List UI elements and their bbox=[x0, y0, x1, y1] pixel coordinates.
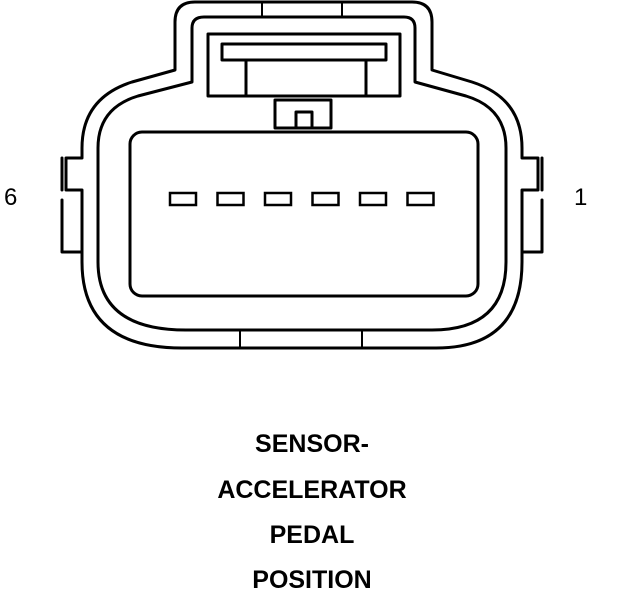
pin-terminal bbox=[168, 191, 198, 207]
latch-notch bbox=[294, 110, 314, 130]
left-side-tab bbox=[60, 156, 84, 254]
connector-housing-inner bbox=[96, 15, 508, 332]
caption-line-2: ACCELERATOR bbox=[217, 476, 407, 504]
pin-label-6: 6 bbox=[4, 184, 18, 211]
connector-housing-outer bbox=[64, 0, 540, 350]
terminal-cavity bbox=[128, 130, 480, 298]
right-side-tab bbox=[520, 156, 544, 254]
pin-terminal bbox=[216, 191, 245, 207]
pin-terminal bbox=[263, 191, 293, 207]
pin-label-1: 1 bbox=[574, 184, 588, 211]
latch-inner bbox=[220, 42, 388, 62]
pin-terminal bbox=[358, 191, 388, 207]
caption-line-4: POSITION bbox=[252, 566, 372, 594]
latch-tab bbox=[273, 98, 333, 130]
latch-frame bbox=[206, 32, 402, 98]
latch-ramp bbox=[244, 58, 368, 98]
pin-terminal bbox=[406, 191, 435, 207]
pin-terminal bbox=[311, 191, 340, 207]
caption-line-3: PEDAL bbox=[269, 521, 355, 549]
caption-line-1: SENSOR- bbox=[255, 430, 369, 458]
